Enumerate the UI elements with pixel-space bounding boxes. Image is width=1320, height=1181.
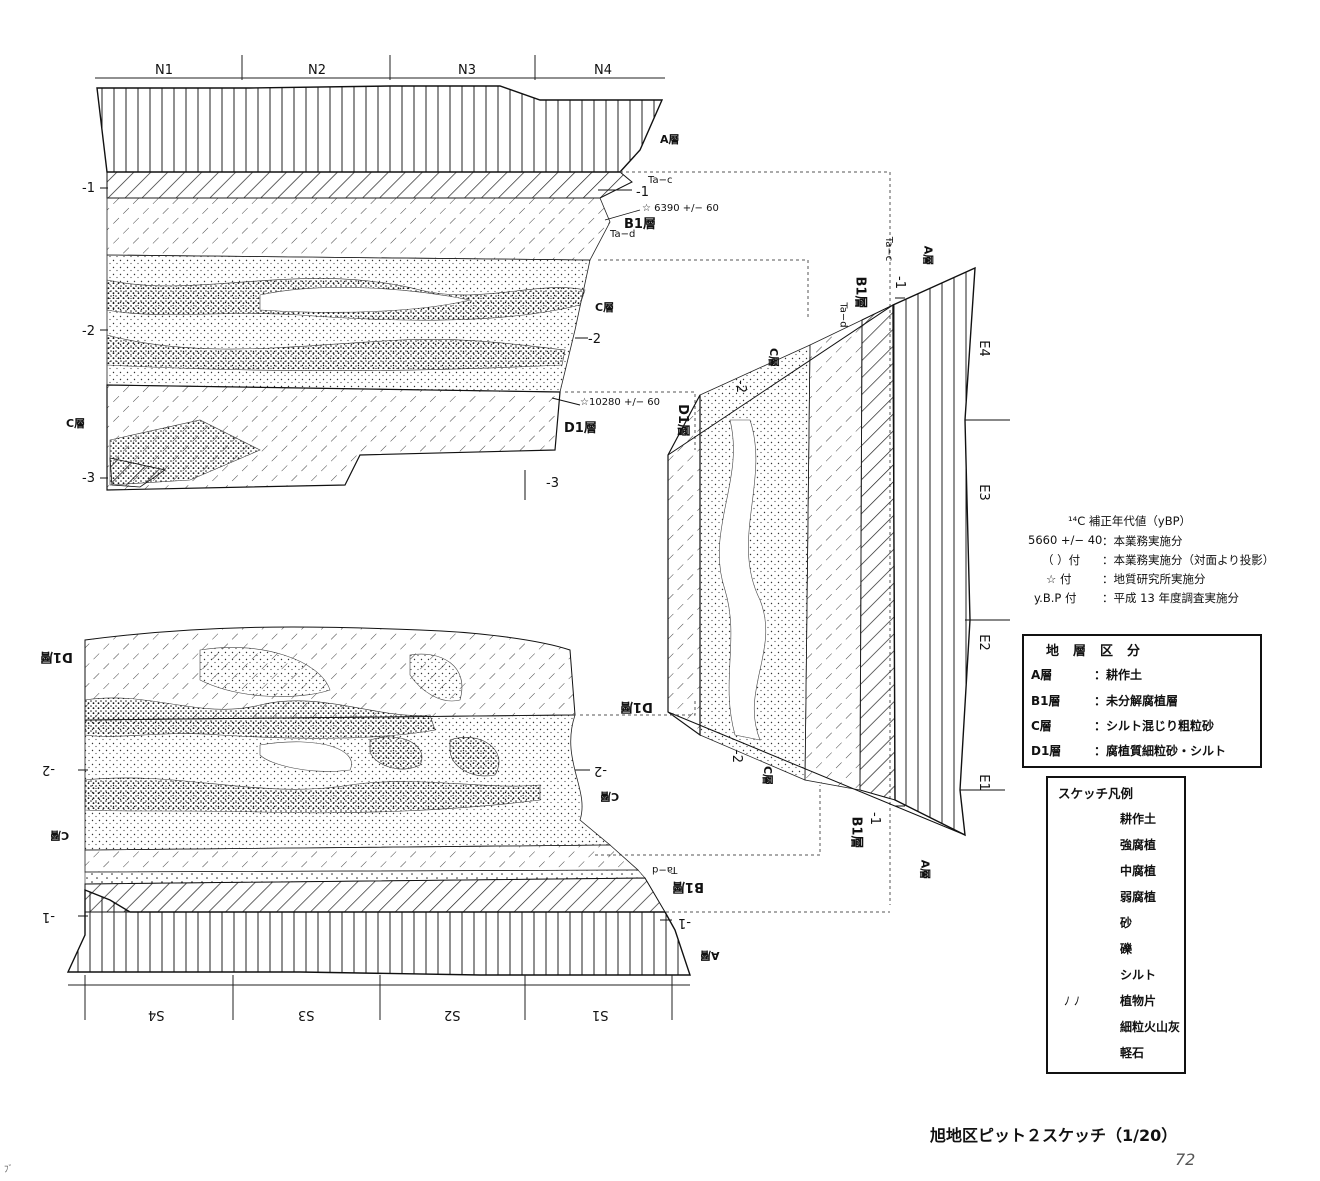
grid-label-s3: S3 [298, 1007, 315, 1022]
south-layer-b1: B1層 [672, 879, 704, 894]
south-layer-d1: D1層 [40, 649, 73, 664]
stratum-layer-a: A層 [1031, 668, 1053, 682]
north-depth-right-1: -1 [636, 185, 649, 200]
stratum-legend-title: 地層区分 [1046, 644, 1155, 659]
c14-key-0: 5660 +/− 40 [1028, 533, 1103, 547]
east-depth-bottom-1: -1 [866, 812, 882, 825]
figure-title: 旭地区ピット２スケッチ（1/20） [930, 1126, 1178, 1145]
east-layer-d1-bottom: D1層 [620, 699, 653, 714]
grid-label-e4: E4 [975, 340, 991, 357]
sketch-label-4: 砂 [1120, 916, 1133, 930]
stratum-desc-a: ：耕作土 [1094, 668, 1143, 682]
sketch-legend-title: スケッチ凡例 [1058, 786, 1134, 801]
south-layer-c-right: C層 [600, 790, 620, 803]
c14-title: ¹⁴C 補正年代値（yBP） [1068, 514, 1192, 528]
stratum-desc-c: ：シルト混じり粗粒砂 [1094, 719, 1215, 733]
c14-value-3: ：平成 13 年度調査実施分 [1102, 591, 1239, 605]
stratum-layer-b1: B1層 [1031, 694, 1061, 708]
stratum-desc-b1: ：未分解腐植層 [1094, 694, 1179, 708]
sketch-label-9: 軽石 [1120, 1046, 1145, 1060]
grid-label-n3: N3 [458, 63, 476, 78]
north-depth-right-3: -3 [546, 476, 559, 491]
south-layer-c-left: C層 [50, 829, 70, 842]
grid-label-n4: N4 [594, 63, 612, 78]
sketch-label-6: シルト [1120, 968, 1157, 982]
east-layer-c-bottom: C層 [761, 765, 775, 786]
east-layer-a-top: A層 [921, 245, 935, 266]
stratum-layer-c: C層 [1031, 719, 1052, 733]
c14-value-0: ：本業務実施分 [1102, 534, 1183, 548]
north-layer-c-left: C層 [66, 417, 86, 430]
grid-label-e2: E2 [975, 634, 991, 651]
east-layer-b1-top: B1層 [852, 276, 868, 309]
stratum-desc-d1: ：腐植質細粒砂・シルト [1094, 744, 1227, 758]
south-marker-tad: Ta−d [652, 864, 678, 875]
south-wall [66, 626, 691, 1020]
north-marker-tac: Ta−c [648, 175, 673, 186]
grid-label-s1: S1 [592, 1007, 609, 1022]
c14-value-2: ：地質研究所実施分 [1102, 572, 1206, 586]
north-marker-tad: Ta−d [610, 229, 636, 240]
south-depth-left-2: -2 [42, 762, 55, 777]
grid-label-e1: E1 [975, 774, 991, 791]
north-depth-left-3: -3 [82, 471, 95, 486]
north-layer-d1: D1層 [564, 421, 597, 436]
east-depth-bottom-2: -2 [728, 750, 744, 763]
north-depth-right-2: -2 [588, 332, 601, 347]
east-wall [580, 266, 1010, 913]
grid-label-n2: N2 [308, 63, 326, 78]
south-depth-left-1: -1 [42, 909, 55, 924]
east-depth-top-2: -2 [732, 380, 748, 393]
sketch-label-8: 細粒火山灰 [1120, 1020, 1181, 1034]
east-layer-b1-bottom: B1層 [848, 816, 864, 849]
north-date-10280: ☆10280 +/− 60 [580, 397, 660, 408]
sketch-legend [1046, 776, 1186, 1074]
c14-key-3: y.B.P 付 [1034, 591, 1077, 605]
south-depth-right-2: -2 [594, 763, 607, 778]
north-layer-b1: B1層 [624, 217, 656, 232]
sketch-label-0: 耕作土 [1120, 812, 1157, 826]
sketch-label-1: 強腐植 [1120, 838, 1157, 852]
east-marker-tac: Ta−c [883, 236, 895, 262]
grid-label-n1: N1 [155, 63, 173, 78]
east-marker-tad: Ta−d [837, 302, 849, 328]
east-depth-top-1: -1 [891, 276, 907, 289]
c14-value-1: ：本業務実施分（対面より投影） [1102, 553, 1275, 567]
corner-mark: ﾌﾞ [4, 1165, 14, 1175]
south-depth-right-1: -1 [678, 915, 691, 930]
east-layer-d1-top: D1層 [674, 404, 690, 437]
east-layer-a-bottom: A層 [918, 859, 932, 880]
grid-label-s2: S2 [444, 1007, 461, 1022]
page-number: 72 [1175, 1150, 1196, 1169]
north-date-6390: ☆ 6390 +/− 60 [642, 203, 719, 214]
stratum-layer-d1: D1層 [1031, 744, 1062, 758]
south-layer-a: A層 [700, 949, 720, 962]
grid-label-e3: E3 [975, 484, 991, 501]
sketch-label-5: 礫 [1120, 942, 1133, 956]
plant-fragment-glyph: ﾉ ﾉ [1064, 994, 1080, 1008]
grid-label-s4: S4 [148, 1007, 165, 1022]
north-depth-left-2: -2 [82, 324, 95, 339]
sketch-label-2: 中腐植 [1120, 864, 1157, 878]
north-wall [95, 55, 891, 905]
c14-key-1: （ ）付 [1042, 553, 1081, 567]
sketch-label-7: 植物片 [1120, 994, 1157, 1008]
north-layer-a: A層 [660, 133, 680, 146]
sketch-label-3: 弱腐植 [1120, 890, 1157, 904]
east-layer-c-top: C層 [767, 347, 781, 368]
c14-key-2: ☆ 付 [1046, 572, 1072, 586]
stratum-legend [1022, 634, 1262, 768]
north-layer-c-right: C層 [595, 301, 615, 314]
north-depth-left-1: -1 [82, 181, 95, 196]
